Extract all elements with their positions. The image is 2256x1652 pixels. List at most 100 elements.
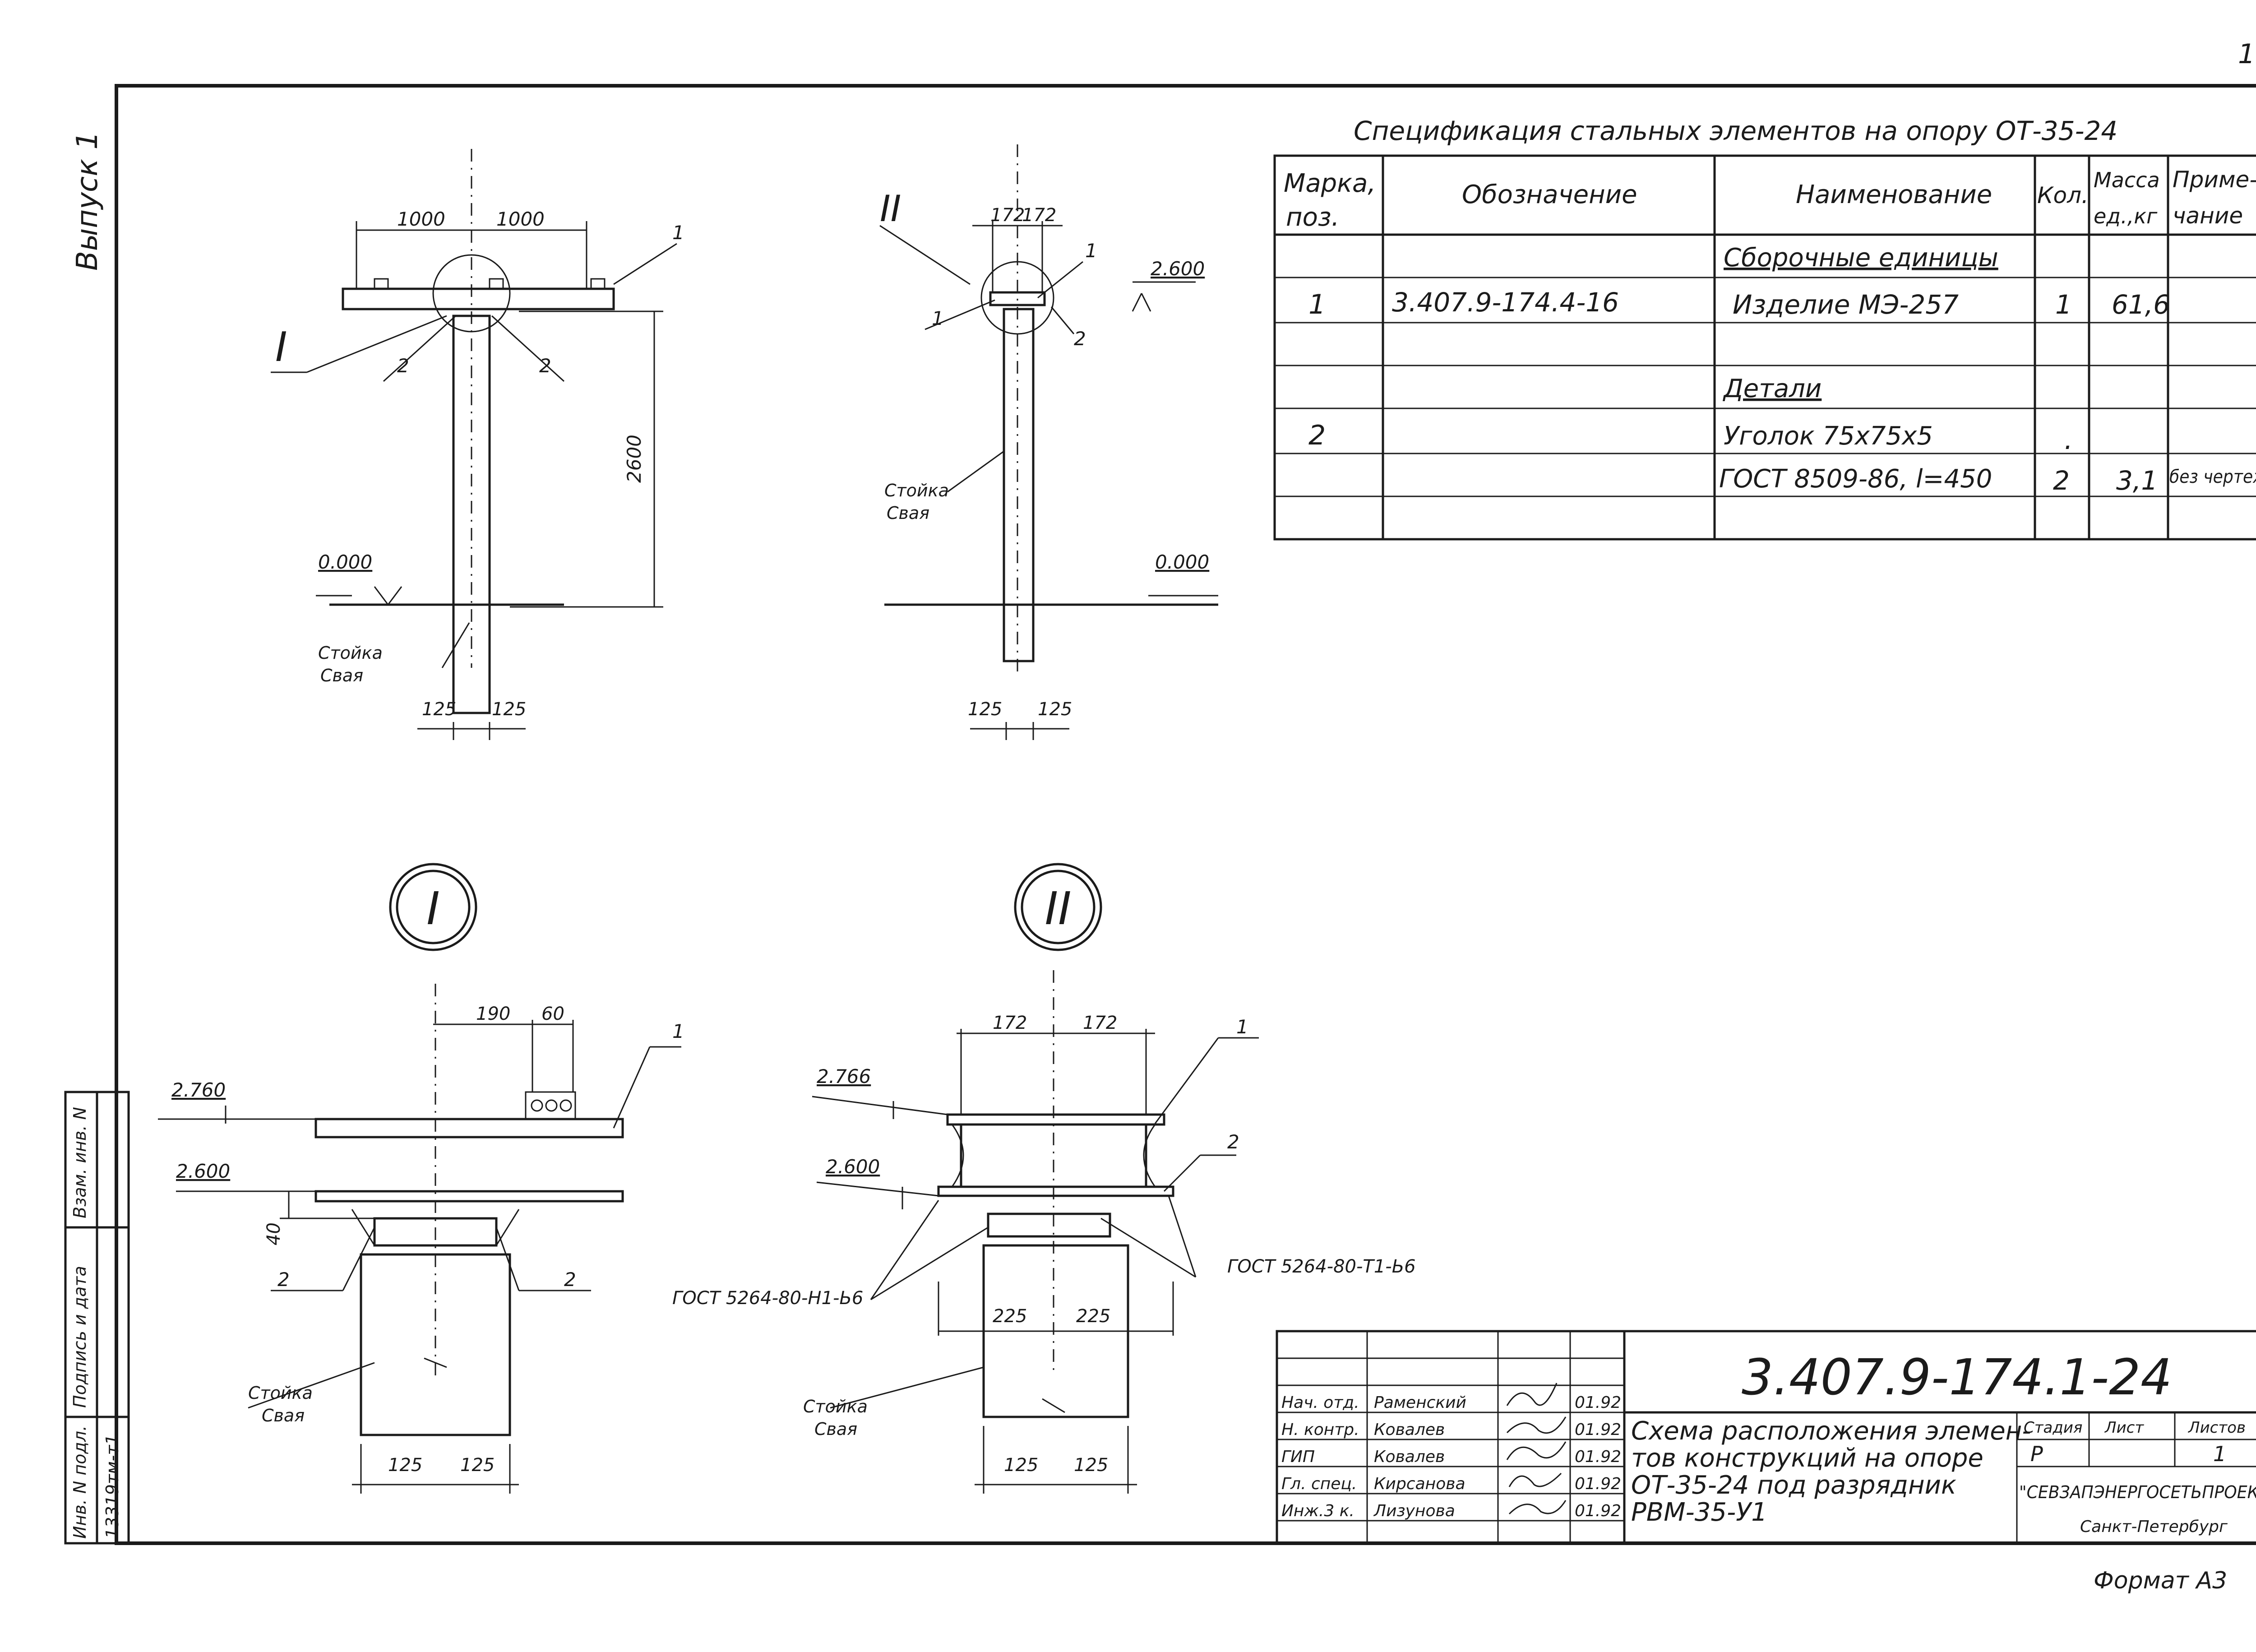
- spec-title: Спецификация стальных элементов на опору…: [1354, 116, 2117, 146]
- format-label: Формат А3: [2094, 1567, 2227, 1594]
- d2-mark-1: 1: [1236, 1016, 1248, 1038]
- row3-name: ГОСТ 8509-86, l=450: [1719, 464, 1992, 494]
- hdr-oboznachenie: Обозначение: [1462, 180, 1637, 209]
- title-block-grid: [1276, 1330, 2256, 1545]
- row3-qty: 2: [2053, 465, 2070, 496]
- d1-svaya: Свая: [262, 1406, 305, 1425]
- inv-podl-label: Инв. N подл.: [70, 1425, 90, 1539]
- v2-dim-125-a: 125: [968, 699, 1002, 720]
- name-2: Ковалев: [1374, 1421, 1445, 1439]
- section-assemblies: Сборочные единицы: [1724, 243, 1998, 273]
- d1-dim-40: 40: [264, 1222, 284, 1245]
- row1-mass: 61,6: [2112, 289, 2170, 320]
- stage-label: Стадия: [2024, 1419, 2082, 1437]
- v2-level-2600: 2.600: [1151, 258, 1205, 280]
- d1-mark-2a: 2: [277, 1268, 290, 1291]
- hdr-naimenovanie: Наименование: [1796, 180, 1992, 209]
- row2-name: Уголок 75х75х5: [1724, 421, 1933, 451]
- corner-number: 102: [2238, 38, 2256, 70]
- v1-stoika: Стойка: [318, 643, 383, 663]
- desc-line-2: тов конструкций на опоре: [1631, 1444, 1983, 1473]
- elevation-view-2: [879, 144, 1218, 740]
- d2-stoika: Стойка: [803, 1397, 868, 1416]
- d1-level-2600: 2.600: [176, 1160, 230, 1182]
- d1-stoika: Стойка: [248, 1383, 313, 1403]
- v1-dim-125-b: 125: [492, 699, 526, 720]
- v2-svaya: Свая: [887, 503, 929, 523]
- name-4: Кирсанова: [1374, 1475, 1465, 1493]
- row1-pos: 1: [1308, 289, 1326, 320]
- sheet-label: Лист: [2104, 1419, 2144, 1437]
- desc-line-4: РВМ-35-У1: [1631, 1498, 1767, 1527]
- d1-level-2760: 2.760: [171, 1079, 226, 1101]
- org-city: Санкт-Петербург: [2080, 1518, 2228, 1536]
- signatures: [1506, 1383, 1567, 1515]
- d1-dim-125-b: 125: [460, 1455, 495, 1476]
- section-marker-i-label: I: [426, 882, 440, 935]
- hdr-marka-2: поз.: [1286, 203, 1339, 232]
- sheets-label: Листов: [2187, 1419, 2246, 1437]
- desc-line-1: Схема расположения элемен-: [1631, 1416, 2031, 1446]
- row3-mass: 3,1: [2116, 465, 2158, 496]
- name-1: Раменский: [1374, 1393, 1466, 1412]
- d1-dim-190: 190: [476, 1004, 510, 1024]
- hdr-massa-1: Масса: [2094, 168, 2160, 192]
- hdr-prim-1: Приме-: [2173, 167, 2256, 193]
- row2-pos: 2: [1308, 420, 1326, 451]
- v1-mark-1: 1: [672, 222, 684, 244]
- d2-dim-225-b: 225: [1076, 1306, 1110, 1327]
- d2-dim-172-b: 172: [1083, 1013, 1117, 1033]
- v2-level-0: 0.000: [1155, 551, 1209, 573]
- d2-svaya: Свая: [814, 1419, 857, 1439]
- date-5: 01.92: [1575, 1502, 1621, 1520]
- date-3: 01.92: [1575, 1448, 1621, 1466]
- role-2: Н. контр.: [1281, 1421, 1359, 1439]
- v2-dim-172-b: 172: [1022, 205, 1056, 226]
- v2-roman-ii: II: [880, 188, 901, 230]
- section-marker-ii-label: II: [1045, 882, 1072, 935]
- section-marker-ii: [1014, 863, 1102, 951]
- org-name: "СЕВЗАПЭНЕРГОСЕТЬПРОЕКТ": [2019, 1482, 2256, 1502]
- issue-label: Выпуск 1: [71, 131, 104, 271]
- sheets-value: 1: [2213, 1442, 2226, 1466]
- v1-dim-125-a: 125: [422, 699, 456, 720]
- d2-level-2766: 2.766: [817, 1065, 871, 1087]
- elevation-view-1: [271, 149, 677, 740]
- doc-code: 3.407.9-174.1-24: [1742, 1348, 2172, 1406]
- hdr-massa-2: ед.,кг: [2094, 204, 2158, 228]
- d2-dim-225-a: 225: [993, 1306, 1027, 1327]
- v1-svaya: Свая: [320, 666, 363, 685]
- v1-level-0: 0.000: [318, 551, 372, 573]
- spec-table-grid: [1273, 154, 2256, 541]
- hdr-marka-1: Марка,: [1284, 169, 1376, 198]
- d2-dim-172-a: 172: [993, 1013, 1027, 1033]
- margin-stamp: [64, 1091, 130, 1545]
- d2-weld-right: ГОСТ 5264-80-Т1-Ь6: [1227, 1256, 1416, 1277]
- d1-dim-60: 60: [541, 1004, 564, 1024]
- d2-level-2600: 2.600: [826, 1156, 880, 1178]
- hdr-prim-2: чание: [2173, 203, 2243, 229]
- role-4: Гл. спец.: [1281, 1475, 1357, 1493]
- inv-number: 13319тм-т1: [102, 1434, 122, 1539]
- role-1: Нач. отд.: [1281, 1393, 1359, 1412]
- v1-dim-2600: 2600: [623, 435, 645, 483]
- name-5: Лизунова: [1373, 1502, 1455, 1520]
- role-3: ГИП: [1281, 1448, 1315, 1466]
- v1-mark-2a: 2: [397, 355, 409, 377]
- section-details: Детали: [1722, 374, 1821, 403]
- v2-mark-2: 2: [1074, 328, 1086, 350]
- row1-name: Изделие МЭ-257: [1733, 289, 1959, 320]
- v2-mark-1b: 1: [932, 307, 944, 329]
- row3-note: без чертежа: [2169, 467, 2256, 487]
- v1-dim-1000-a: 1000: [397, 208, 445, 230]
- d2-dim-125-b: 125: [1074, 1455, 1108, 1476]
- date-1: 01.92: [1575, 1393, 1621, 1412]
- v1-roman-i: I: [275, 324, 287, 371]
- section-marker-i: [389, 863, 477, 951]
- row2-dot: .: [2064, 424, 2073, 456]
- row1-qty: 1: [2055, 289, 2072, 320]
- d2-weld-left: ГОСТ 5264-80-Н1-Ь6: [672, 1288, 863, 1309]
- v1-mark-2b: 2: [539, 355, 551, 377]
- row1-code: 3.407.9-174.4-16: [1392, 287, 1619, 318]
